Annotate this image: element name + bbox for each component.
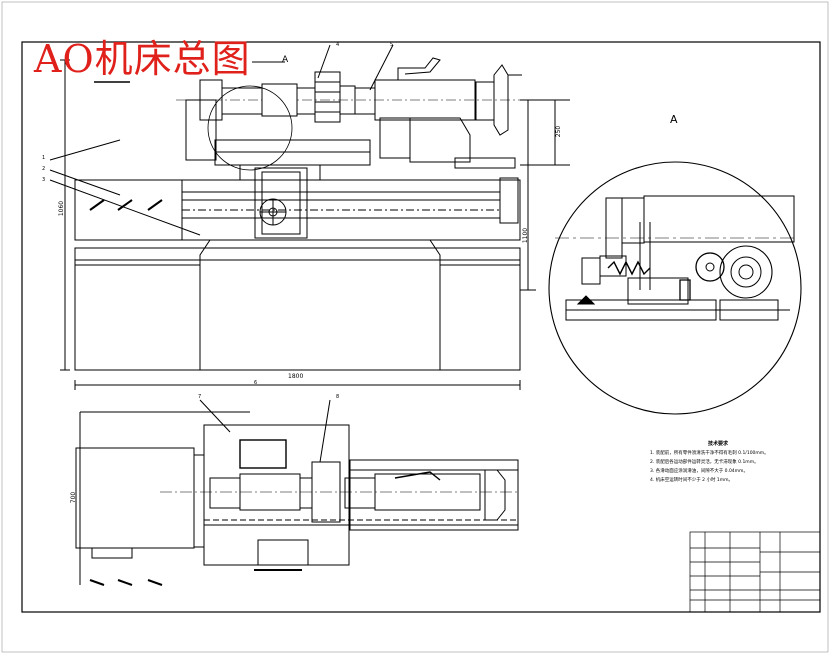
balloon-7: 7 [198, 394, 202, 400]
tech-requirement-line-4: 4. 机床空运转时间不少于 2 小时 1mm。 [650, 478, 734, 483]
balloon-2: 2 [42, 166, 46, 172]
apron [254, 167, 308, 239]
tech-requirement-line-3: 3. 各滑动面应涂润滑油，间隙不大于 0.04mm。 [650, 469, 748, 474]
tech-requirements: 技术要求 1. 装配前，所有零件须清洗干净不得有毛刺 0.1/100mm。 2.… [650, 440, 810, 485]
balloon-3: 3 [42, 177, 46, 183]
tech-requirement-line-1: 1. 装配前，所有零件须清洗干净不得有毛刺 0.1/100mm。 [650, 451, 769, 456]
detail-a-marker [207, 85, 293, 171]
balloon-8: 8 [336, 394, 340, 400]
plan-view [75, 399, 520, 586]
tech-requirement-line-2: 2. 装配后各运动部件运转灵活，无卡滞现象 0.1mm。 [650, 460, 759, 465]
drawing-title: AO机床总图 [34, 37, 251, 81]
title-block [689, 531, 821, 613]
dim-overall-length: 1800 [288, 373, 304, 380]
tailstock-lever [397, 57, 441, 80]
dim-spindle-height: 250 [555, 125, 563, 138]
dim-height-side: 1060 [58, 200, 66, 217]
detail-a-circle [548, 161, 802, 415]
tool-post [314, 71, 341, 123]
plan-tool-post [311, 461, 341, 523]
plan-bed [349, 459, 519, 531]
tailstock-quill [374, 79, 476, 121]
detail-label-top: A [282, 55, 289, 65]
detail-a-view [548, 161, 802, 415]
front-elevation-view [49, 44, 570, 390]
large-gear [719, 245, 773, 299]
plan-carriage [203, 424, 350, 566]
tailstock-body [409, 117, 471, 163]
balloon-4: 4 [336, 42, 340, 48]
balloon-1: 1 [42, 155, 46, 161]
small-gear [695, 252, 725, 282]
plan-headstock [75, 447, 195, 549]
tailstock-handwheel [493, 64, 509, 136]
dim-plan-width: 700 [70, 491, 78, 504]
dim-height-right: 1100 [522, 227, 530, 244]
spring [607, 260, 651, 276]
plan-tailstock [374, 473, 481, 511]
balloon-5: 5 [390, 42, 394, 48]
bed-base [74, 247, 521, 371]
tech-requirements-heading: 技术要求 [708, 441, 729, 447]
headstock [185, 99, 217, 161]
balloon-6: 6 [254, 380, 258, 386]
inner-frame [21, 41, 821, 613]
detail-label-circle: A [670, 113, 678, 126]
